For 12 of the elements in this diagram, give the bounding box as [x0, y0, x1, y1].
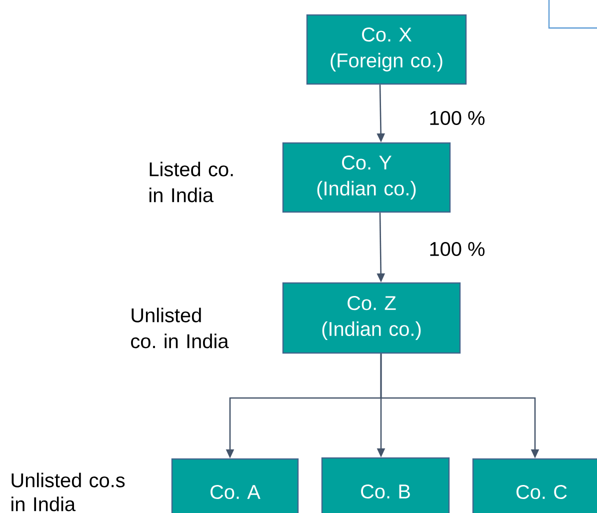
box-outline: [548, 0, 597, 29]
company-box: Co. X (Foreign co.): [306, 14, 467, 85]
company-box: Co. Y (Indian co.): [282, 142, 451, 213]
side-note: Unlisted co.s in India: [12, 472, 125, 512]
company-box: Co. C: [472, 458, 597, 513]
company-box: Co. B: [321, 457, 450, 513]
side-note: Listed co. in India: [150, 162, 233, 202]
edge-label: 100 %: [428, 240, 486, 258]
company-box: Co. A: [171, 458, 299, 513]
edge-label: 100 %: [428, 110, 486, 126]
company-box: Co. Z (Indian co.): [282, 282, 461, 354]
side-note: Unlisted co. in India: [131, 308, 229, 348]
